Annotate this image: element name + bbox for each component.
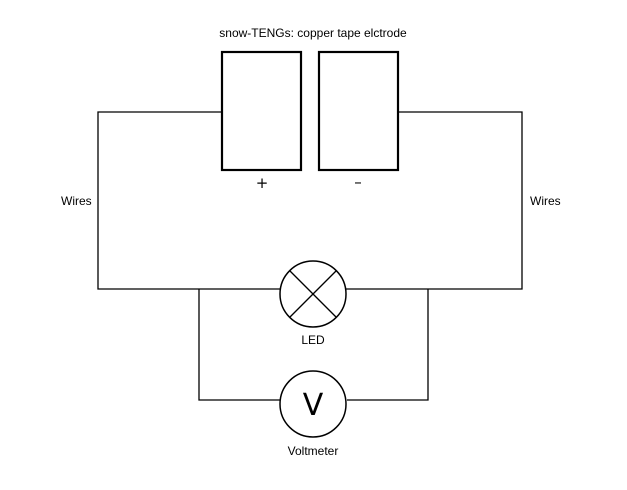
negative-sign: –: [354, 173, 362, 191]
wires-label-left: Wires: [61, 194, 92, 208]
positive-electrode: [220, 50, 303, 172]
right-wire: [346, 111, 523, 290]
led-icon: [279, 260, 347, 328]
diagram-title: snow-TENGs: copper tape elctrode: [219, 26, 407, 40]
voltmeter-right-wire: [347, 289, 429, 401]
voltmeter-symbol: V: [303, 388, 324, 423]
led-label: LED: [301, 333, 325, 347]
left-wire: [97, 111, 281, 290]
negative-electrode: [317, 50, 400, 172]
voltmeter-label: Voltmeter: [288, 444, 339, 458]
voltmeter-icon: V: [279, 370, 347, 438]
positive-sign: +: [256, 174, 269, 192]
wires-label-right: Wires: [530, 194, 561, 208]
voltmeter-left-wire: [198, 289, 280, 401]
